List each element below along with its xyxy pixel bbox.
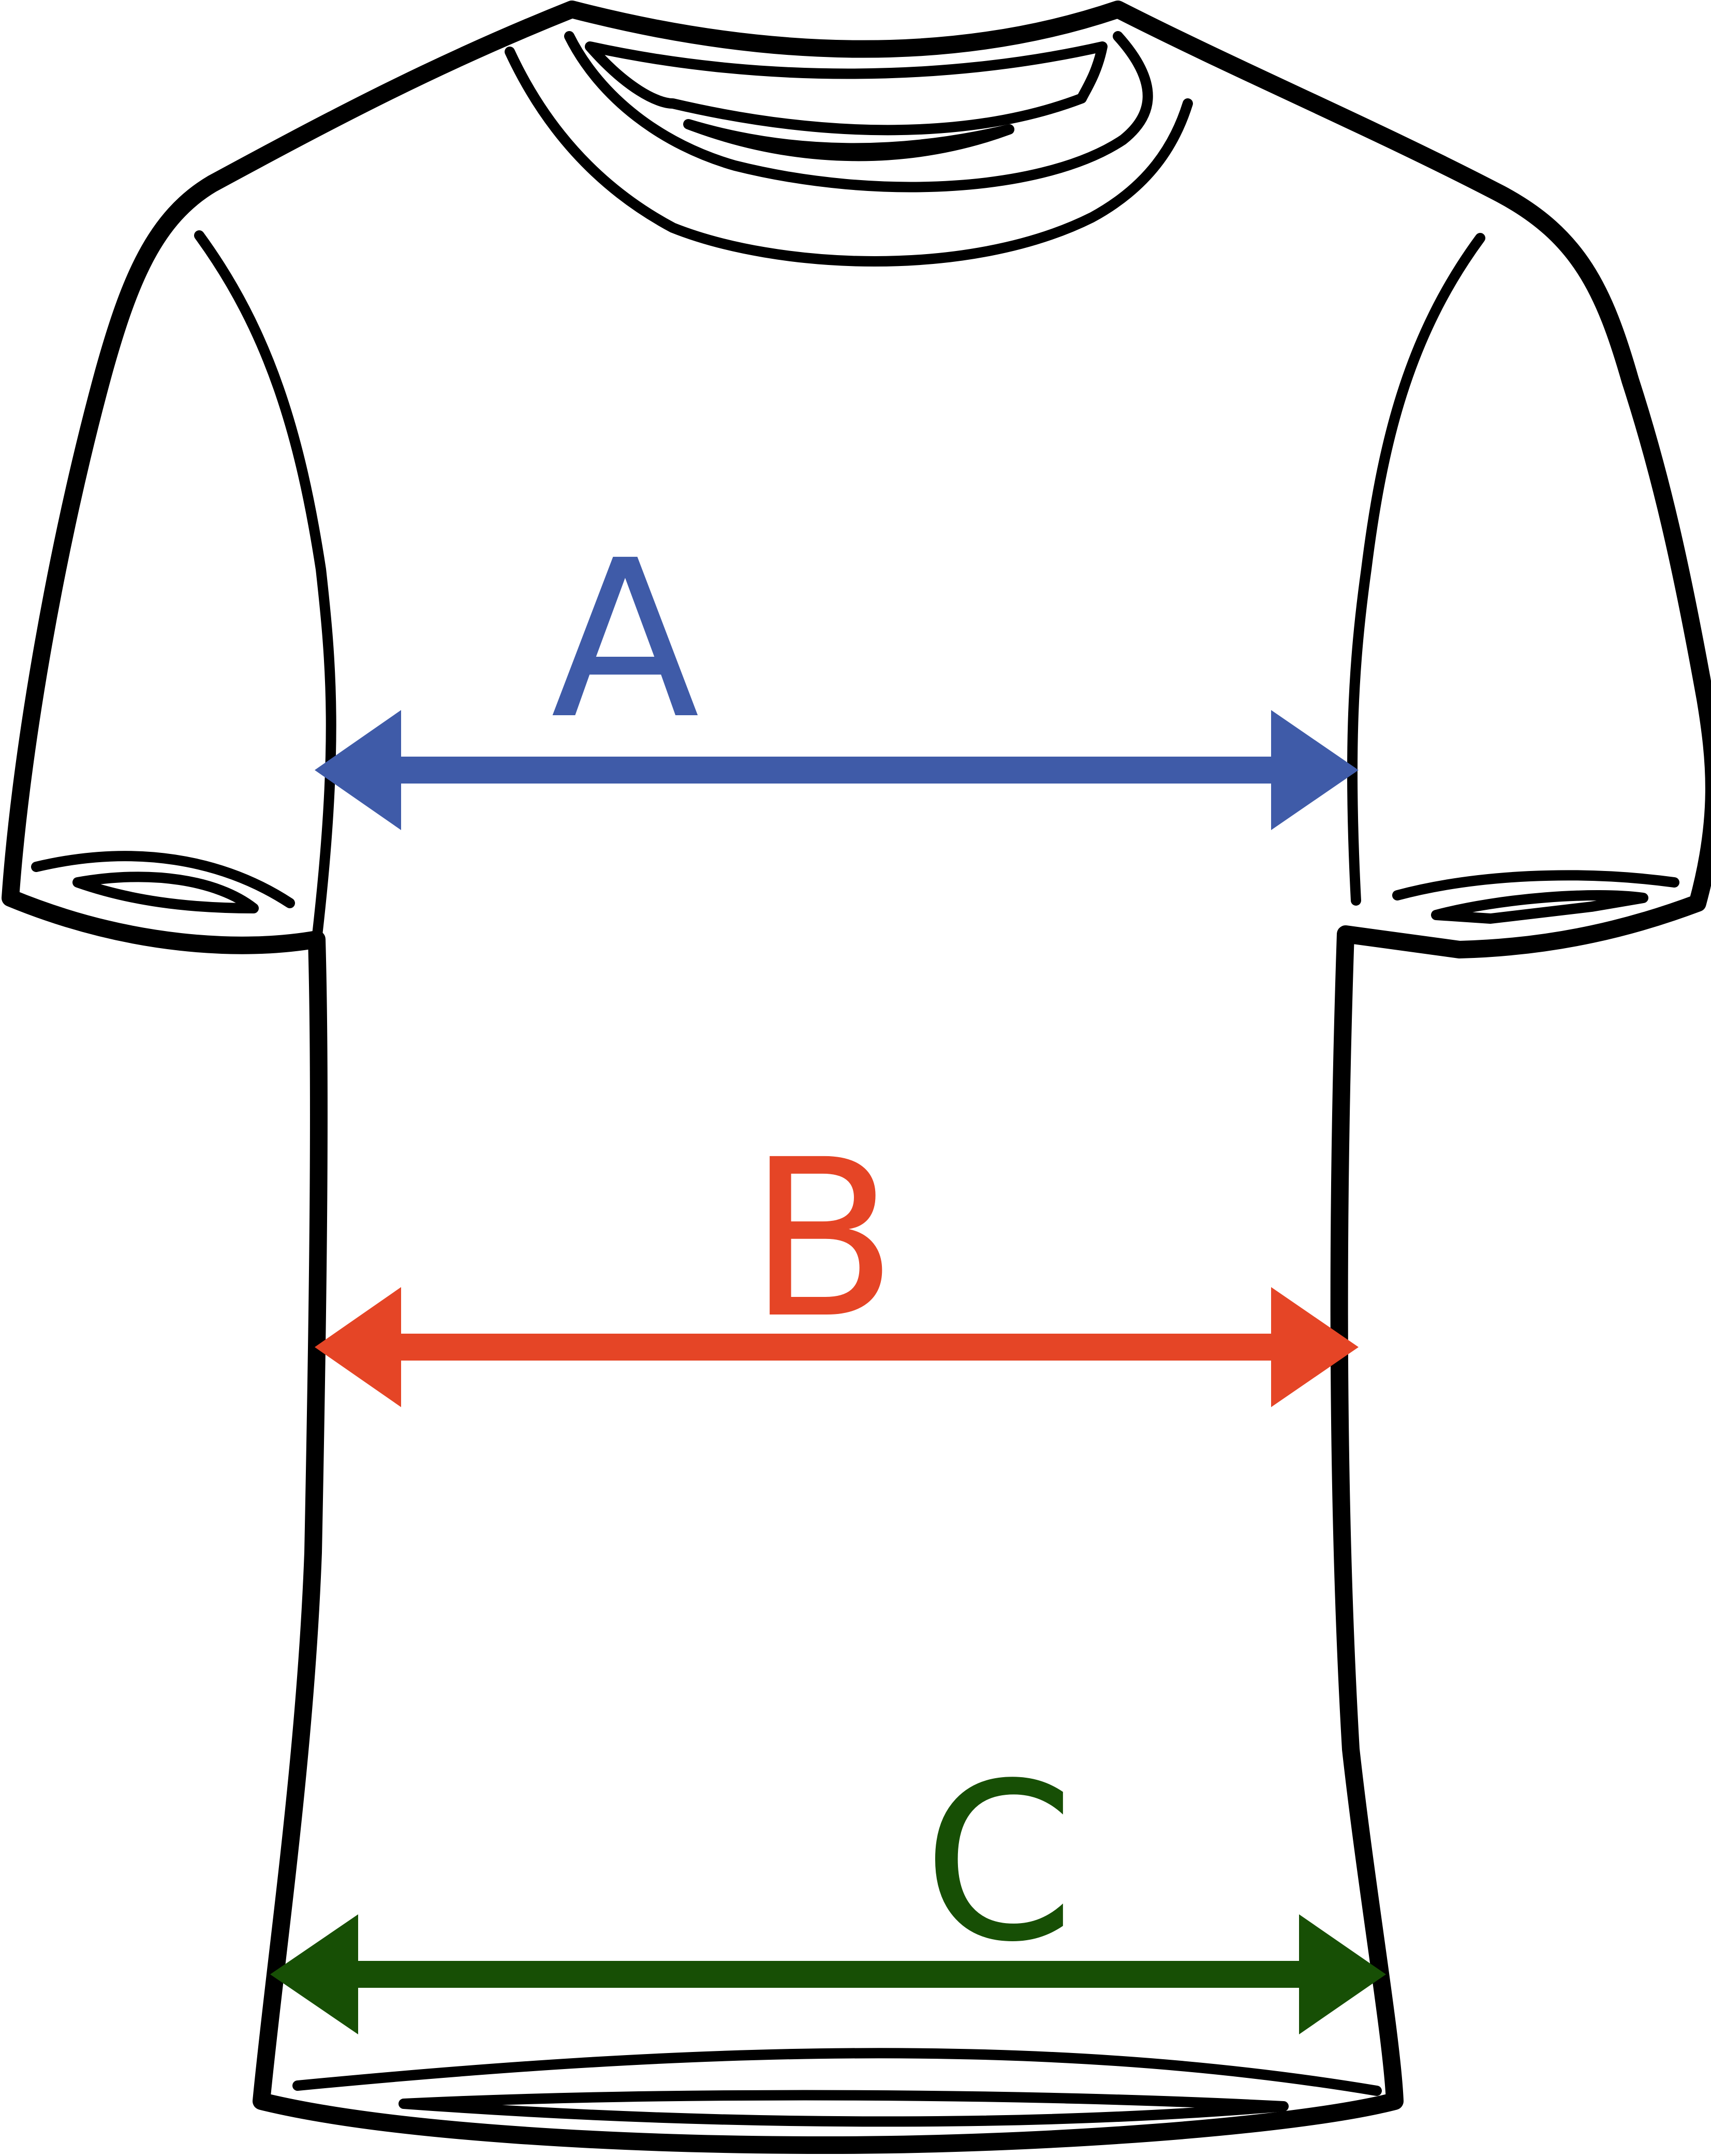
hem-band-top: [292, 2048, 1382, 2096]
label-b: B: [748, 1113, 897, 1366]
collar-outer: [505, 47, 1193, 267]
label-c: C: [923, 1737, 1074, 1990]
arrow-a-shape: [315, 710, 1359, 830]
measurement-arrow-b: B: [315, 1113, 1359, 1407]
label-a: A: [551, 514, 700, 767]
right-sleeve-cuff-fold: [1431, 890, 1648, 924]
left-sleeve-seam: [194, 230, 336, 944]
left-sleeve-cuff: [31, 851, 295, 908]
arrow-c-shape: [270, 1914, 1386, 2034]
collar-inner-fold: [683, 119, 1014, 161]
right-sleeve-seam: [1347, 233, 1485, 906]
collar-rib-outer: [564, 31, 1153, 193]
measurement-arrow-c: C: [270, 1737, 1386, 2034]
hem-band-fold: [399, 2090, 1289, 2127]
left-sleeve-cuff-fold: [72, 872, 259, 913]
measurement-arrow-a: A: [315, 514, 1359, 830]
right-sleeve-cuff: [1392, 870, 1679, 900]
collar-rib-inner: [585, 41, 1108, 136]
arrow-b-shape: [315, 1287, 1359, 1407]
